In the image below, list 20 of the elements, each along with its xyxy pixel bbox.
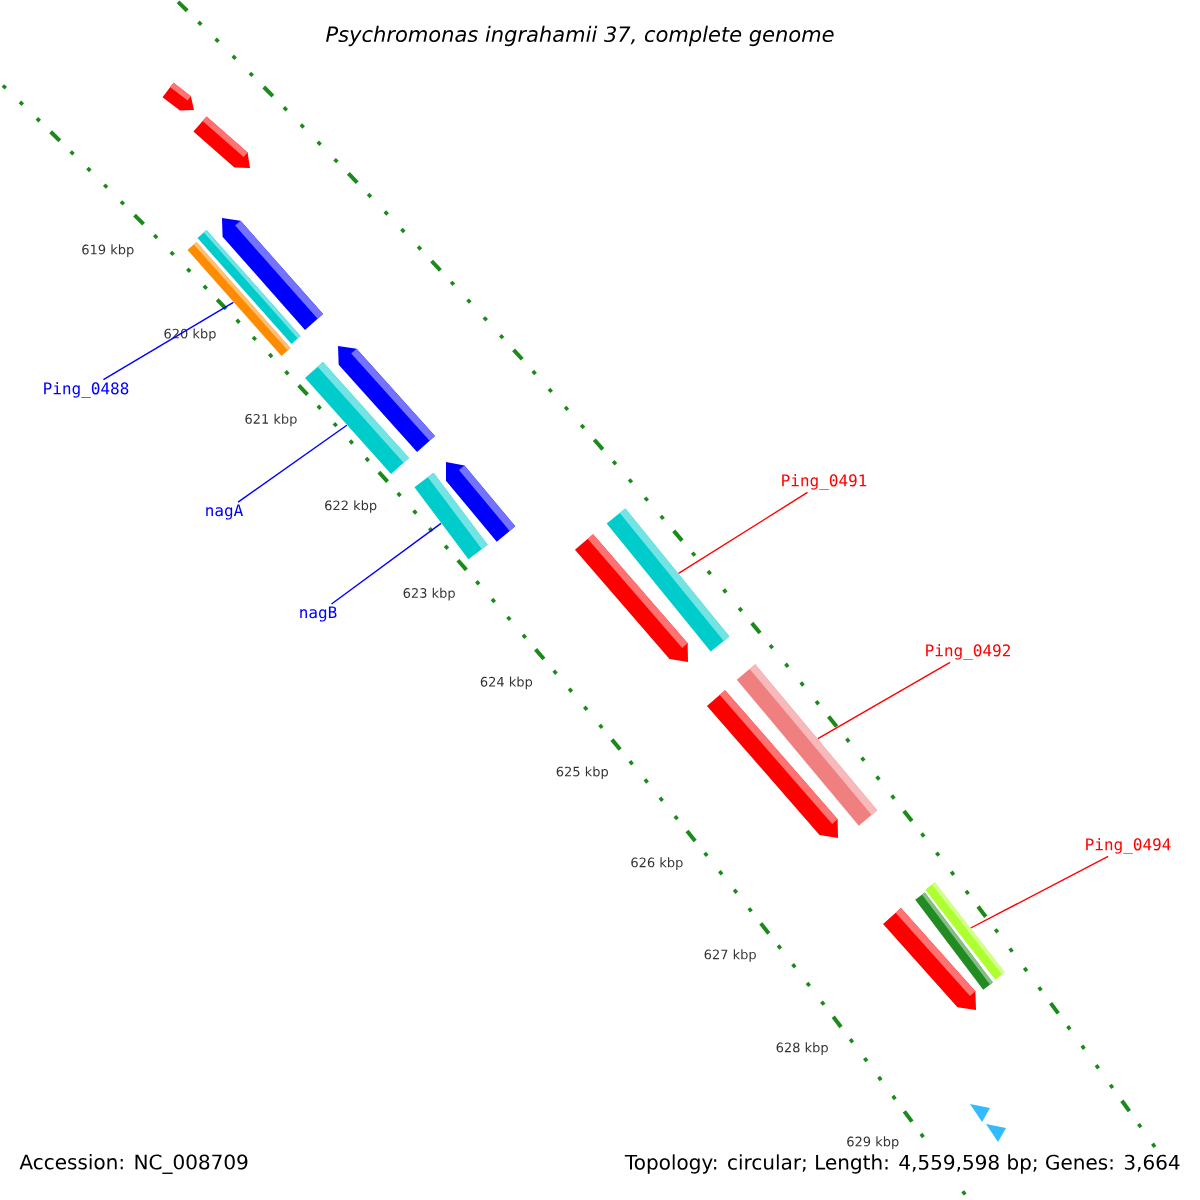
gene-label: Ping_0494 xyxy=(1086,838,1171,854)
gene-feature xyxy=(305,362,409,474)
gene-label: Ping_0491 xyxy=(782,474,867,490)
accession-text: Accession: NC_008709 xyxy=(16,1151,252,1177)
genome-info-text: Topology: circular; Length: 4,559,598 bp; Genes: 3,664 xyxy=(621,1151,1184,1177)
gene-feature xyxy=(925,882,1005,980)
gene-label: nagB xyxy=(300,606,337,622)
leader-line xyxy=(817,661,951,740)
leader-line xyxy=(330,522,442,605)
gene-feature xyxy=(736,664,878,826)
leader-line xyxy=(970,855,1109,929)
leader-line xyxy=(237,424,348,503)
gene-feature xyxy=(414,472,488,560)
gene-label: Ping_0488 xyxy=(44,382,129,398)
gene-label: Ping_0492 xyxy=(926,644,1010,660)
leader-line xyxy=(677,491,809,575)
map-title: Psychromonas ingrahamii 37, complete genome xyxy=(326,25,834,47)
gene-label: nagA xyxy=(206,504,243,520)
gene-feature xyxy=(606,508,730,652)
gene-feature xyxy=(187,242,291,356)
